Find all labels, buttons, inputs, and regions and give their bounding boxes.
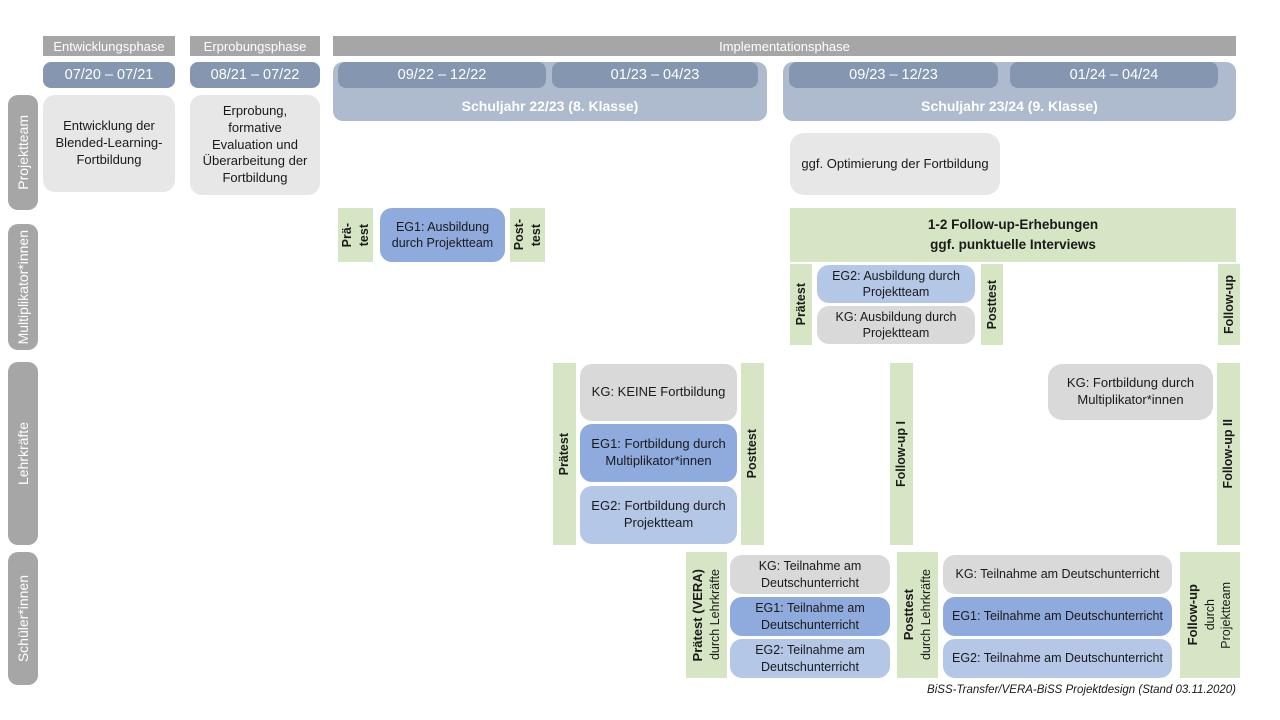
bar-praetest-lehrkraefte-text: Prätest [557, 432, 572, 476]
box-eg1-ausbildung-projektteam: EG1: Ausbildung durch Projektteam [380, 208, 505, 262]
bar-followup2-text: Follow-up II [1221, 419, 1236, 489]
bar-posttest-schueler: Posttest durch Lehrkräfte [897, 552, 938, 678]
date-range-2: 08/21 – 07/22 [190, 62, 320, 88]
bar-posttest-line2: test [528, 223, 543, 247]
box-eg1-teilnahme-2: EG1: Teilnahme am Deutschunterricht [943, 597, 1172, 636]
banner-followup-erhebungen: 1-2 Follow-up-Erhebungen ggf. punktuelle… [790, 208, 1236, 262]
bar-praetest-line1: Prä- [340, 222, 355, 248]
row-label-projektteam: Projektteam [8, 95, 38, 210]
bar-followup-schueler-text: Follow-up [1185, 584, 1201, 646]
phase-header-entwicklung: Entwicklungsphase [43, 36, 175, 56]
bar-followup-text: Follow-up [1221, 274, 1236, 334]
bar-praetest-lehrkraefte: Prätest [553, 363, 576, 545]
bar-posttest-multiplikatoren-1: Post- test [510, 208, 545, 262]
phase-header-implementation: Implementationsphase [333, 36, 1236, 56]
box-eg2-ausbildung-projektteam: EG2: Ausbildung durch Projektteam [817, 265, 975, 303]
row-label-lehrkraefte-text: Lehrkräfte [14, 421, 31, 486]
box-entwicklung-fortbildung: Entwicklung der Blended-Learning-Fortbil… [43, 95, 175, 192]
box-optimierung-fortbildung: ggf. Optimierung der Fortbildung [790, 133, 1000, 195]
row-label-projektteam-text: Projektteam [14, 115, 31, 190]
box-kg-teilnahme-1: KG: Teilnahme am Deutschunterricht [730, 555, 890, 594]
box-eg1-teilnahme-1: EG1: Teilnahme am Deutschunterricht [730, 597, 890, 636]
box-eg2-teilnahme-2: EG2: Teilnahme am Deutschunterricht [943, 639, 1172, 678]
bar-posttest-line1: Post- [512, 219, 527, 251]
bar-praetest-line2: test [356, 223, 371, 247]
bar-posttest-schueler-sub: durch Lehrkräfte [918, 569, 933, 661]
bar-followup-schueler-sub1: durch [1203, 599, 1218, 631]
row-label-multiplikatoren-text: Multiplikator*innen [14, 229, 31, 345]
row-label-schueler-text: Schüler*innen [14, 574, 31, 663]
diagram-caption: BiSS-Transfer/VERA-BiSS Projektdesign (S… [927, 684, 1236, 696]
bar-followup-schueler: Follow-up durch Projektteam [1180, 552, 1240, 678]
bar-praetest-vera-schueler: Prätest (VERA) durch Lehrkräfte [686, 552, 727, 678]
row-label-schueler: Schüler*innen [8, 552, 38, 685]
box-kg-fortbildung-multiplikatoren: KG: Fortbildung durch Multiplikator*inne… [1048, 364, 1213, 420]
bar-praetest-multiplikatoren-2: Prätest [790, 264, 812, 345]
bar-posttest-multiplikatoren-2: Posttest [981, 264, 1003, 345]
bar-posttest-schueler-text: Posttest [900, 589, 916, 641]
bar-followup1-text: Follow-up I [894, 421, 909, 487]
date-range-4: 01/23 – 04/23 [552, 62, 758, 88]
box-eg1-fortbildung-multiplikatoren: EG1: Fortbildung durch Multiplikator*inn… [580, 424, 737, 482]
box-eg2-fortbildung-projektteam: EG2: Fortbildung durch Projektteam [580, 486, 737, 544]
banner-line1: 1-2 Follow-up-Erhebungen [927, 217, 1099, 233]
bar-praetest-vera-sub: durch Lehrkräfte [707, 569, 722, 661]
bar-followup-schueler-sub2: Projektteam [1219, 581, 1234, 649]
row-label-lehrkraefte: Lehrkräfte [8, 362, 38, 545]
row-label-multiplikatoren: Multiplikator*innen [8, 224, 38, 350]
banner-line2: ggf. punktuelle Interviews [930, 237, 1096, 252]
bar-followup2-lehrkraefte: Follow-up II [1217, 363, 1240, 545]
phase-header-erprobung: Erprobungsphase [190, 36, 320, 56]
bar-praetest-multiplikatoren-1: Prä- test [338, 208, 373, 262]
box-eg2-teilnahme-1: EG2: Teilnahme am Deutschunterricht [730, 639, 890, 678]
box-kg-ausbildung-projektteam: KG: Ausbildung durch Projektteam [817, 306, 975, 344]
bar-posttest-lehrkraefte: Posttest [741, 363, 764, 545]
date-range-6: 01/24 – 04/24 [1010, 62, 1218, 88]
bar-posttest-lehrkraefte-text: Posttest [745, 429, 760, 479]
box-kg-keine-fortbildung: KG: KEINE Fortbildung [580, 364, 737, 421]
date-range-5: 09/23 – 12/23 [789, 62, 998, 88]
bar-followup1-lehrkraefte: Follow-up I [890, 363, 913, 545]
box-erprobung-evaluation: Erprobung, formative Evaluation und Über… [190, 95, 320, 195]
bar-praetest2-text: Prätest [793, 283, 808, 326]
box-kg-teilnahme-2: KG: Teilnahme am Deutschunterricht [943, 555, 1172, 594]
date-range-1: 07/20 – 07/21 [43, 62, 175, 88]
bar-posttest2-text: Posttest [984, 279, 999, 330]
bar-praetest-vera-text: Prätest (VERA) [689, 568, 705, 662]
date-range-3: 09/22 – 12/22 [338, 62, 546, 88]
bar-followup-multiplikatoren: Follow-up [1218, 264, 1240, 345]
